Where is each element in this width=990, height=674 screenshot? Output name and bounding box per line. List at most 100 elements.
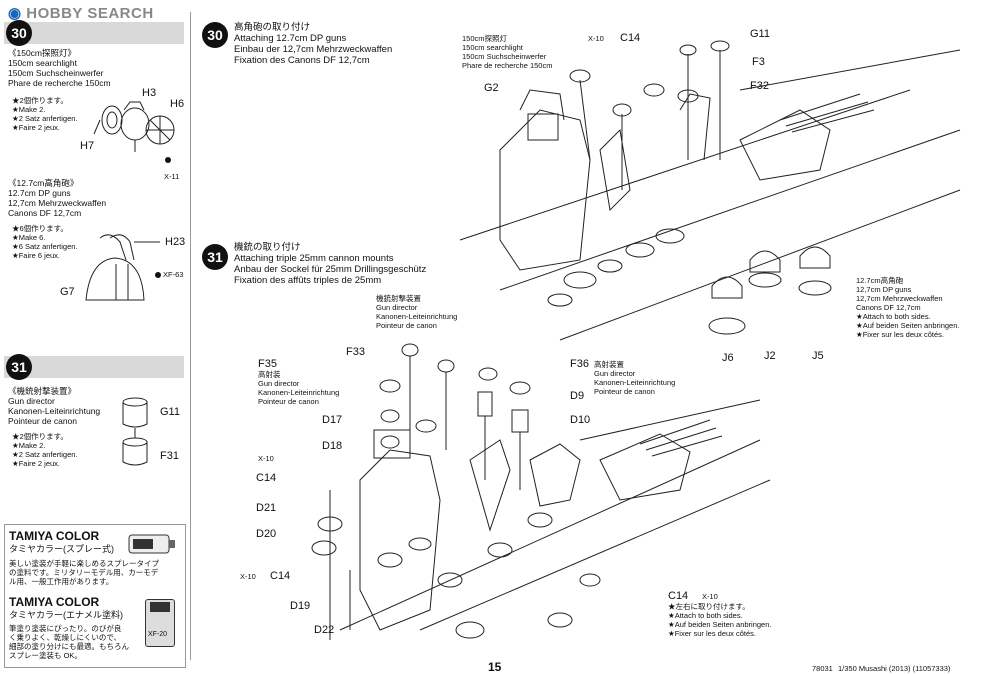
director-title-en: Gun director: [8, 396, 55, 406]
dp-title-fr: Canons DF 12,7cm: [8, 208, 82, 218]
step30-part-j2: J2: [764, 350, 776, 362]
dir-make-de: ★2 Satz anfertigen.: [12, 450, 78, 459]
dp-title-en: 12.7cm DP guns: [8, 188, 71, 198]
searchlight-title-jp: 《150cm探照灯》: [8, 48, 77, 58]
dp-make-en: ★Make 6.: [12, 233, 46, 242]
step30-ship-diagram: [459, 40, 961, 341]
tamiya-enamel-sub: タミヤカラー(エナメル塗料): [9, 610, 123, 620]
enamel-line3: 細部の塗り分けにも最適。もちろん: [9, 642, 129, 651]
step30-part-c14: C14: [620, 32, 641, 44]
step31-part-d21: D21: [256, 502, 277, 514]
step30-part-j5: J5: [812, 350, 824, 362]
make-jp: ★2個作ります。: [12, 96, 68, 105]
kit-name: 1/350 Musashi (2013) (11057333): [838, 664, 951, 673]
step30-side-bar: [4, 22, 184, 44]
bottle-label: XF-20: [148, 631, 168, 638]
dp-gun-diagram: [85, 234, 161, 301]
step31-paint-x10-a: X-10: [258, 454, 274, 463]
dir3-de: Kanonen-Leiteinrichtung: [594, 378, 676, 387]
make-fr: ★Faire 2 jeux.: [12, 123, 60, 132]
step30-part-g2: G2: [484, 82, 499, 94]
spray-line3: ル用、一般工作用があります。: [9, 577, 114, 586]
step30-side-number: 30: [6, 20, 32, 46]
searchlight-title-de: 150cm Suchscheinwerfer: [8, 68, 104, 78]
enamel-line1: 筆塗り塗装にぴったり。のびが良: [9, 624, 122, 633]
dir-make-en: ★Make 2.: [12, 441, 46, 450]
side-note-jp: ★左右に取り付けます。: [668, 602, 750, 611]
sl-jp: 150cm探照灯: [462, 34, 508, 43]
director-make-note: ★2個作ります。 ★Make 2. ★2 Satz anfertigen. ★F…: [12, 432, 78, 468]
step31-part-d10: D10: [570, 414, 591, 426]
dp-make-fr: ★Faire 6 jeux.: [12, 251, 60, 260]
dir-make-fr: ★Faire 2 jeux.: [12, 459, 60, 468]
step31-paint-x10-b: X-10: [240, 572, 256, 581]
searchlight-title-en: 150cm searchlight: [8, 58, 77, 68]
step31-part-f36: F36: [570, 358, 589, 370]
step31-part-f35: F35: [258, 358, 277, 370]
sl-fr: Phare de recherche 150cm: [462, 61, 553, 70]
tamiya-spray-title: TAMIYA COLOR: [9, 529, 100, 543]
dir3-fr: Pointeur de canon: [594, 387, 655, 396]
paint-x11: X-11: [164, 172, 180, 181]
searchlight-diagram: [93, 101, 175, 163]
director-title-de: Kanonen-Leiteinrichtung: [8, 406, 101, 416]
dp-make-jp: ★6個作ります。: [12, 224, 68, 233]
step31-title-en: Attaching triple 25mm cannon mounts: [234, 253, 394, 264]
step31-director1-callout: 機銃射撃装置 Gun director Kanonen-Leiteinricht…: [376, 294, 457, 330]
step31-side-note: ★左右に取り付けます。 ★Attach to both sides. ★Auf …: [668, 602, 771, 638]
step30-title: 高角砲の取り付け Attaching 12.7cm DP guns Einbau…: [234, 22, 392, 66]
dir-make-jp: ★2個作ります。: [12, 432, 68, 441]
step31-part-d20: D20: [256, 528, 277, 540]
dp-make-de: ★6 Satz anfertigen.: [12, 242, 78, 251]
part-f31-side: F31: [160, 450, 179, 462]
site-logo: ◉ HOBBY SEARCH: [8, 4, 154, 22]
dp-make-note: ★6個作ります。 ★Make 6. ★6 Satz anfertigen. ★F…: [12, 224, 78, 260]
part-h3: H3: [142, 87, 157, 99]
side-note-de: ★Auf beiden Seiten anbringen.: [668, 620, 772, 629]
step31-part-d18: D18: [322, 440, 343, 452]
page-number: 15: [488, 660, 502, 674]
searchlight-make-note: ★2個作ります。 ★Make 2. ★2 Satz anfertigen. ★F…: [12, 96, 78, 132]
step31-number: 31: [202, 244, 228, 270]
make-en: ★Make 2.: [12, 105, 46, 114]
step31-title: 機銃の取り付け Attaching triple 25mm cannon mou…: [234, 242, 426, 286]
kit-code: 78031: [812, 664, 833, 673]
searchlight-title-fr: Phare de recherche 150cm: [8, 78, 111, 88]
searchlight-caption: 《150cm探照灯》 150cm searchlight 150cm Suchs…: [8, 48, 111, 88]
director-diagram: [122, 397, 148, 466]
dir1-de: Kanonen-Leiteinrichtung: [376, 312, 458, 321]
dp-callout-fr: Canons DF 12,7cm: [856, 303, 921, 312]
step30-searchlight-callout: 150cm探照灯 150cm searchlight 150cm Suchsch…: [462, 34, 552, 70]
step30-title-jp: 高角砲の取り付け: [234, 22, 311, 33]
paint-bottle-icon: XF-20: [145, 599, 175, 647]
paint-xf63: XF-63: [163, 270, 184, 279]
part-g11-side: G11: [160, 406, 180, 418]
step31-side-bar: [4, 356, 184, 378]
dir1-jp: 機銃射撃装置: [376, 294, 421, 303]
step31-side-number: 31: [6, 354, 32, 380]
step31-part-c14-c: C14: [668, 590, 689, 602]
dp-title-de: 12,7cm Mehrzweckwaffen: [8, 198, 107, 208]
enamel-line2: く乗りよく、乾燥しにくいので、: [9, 633, 122, 642]
tamiya-advert: TAMIYA COLOR タミヤカラー(スプレー式) 美しい塗装が手軽に楽しめる…: [4, 524, 186, 668]
logo-text: HOBBY: [26, 5, 83, 22]
step31-part-f33: F33: [346, 346, 365, 358]
side-note-fr: ★Fixer sur les deux côtés.: [668, 629, 757, 638]
dp-gun-caption: 《12.7cm高角砲》 12.7cm DP guns 12,7cm Mehrzw…: [8, 178, 106, 218]
step30-part-f32: F32: [750, 80, 769, 92]
dir3-jp: 高射装置: [594, 360, 624, 369]
dir1-en: Gun director: [376, 303, 418, 312]
dir1-fr: Pointeur de canon: [376, 321, 437, 330]
dir3-en: Gun director: [594, 369, 636, 378]
step30-title-fr: Fixation des Canons DF 12,7cm: [234, 55, 370, 66]
sl-en: 150cm searchlight: [462, 43, 523, 52]
part-h7: H7: [80, 140, 95, 152]
dp-note2: ★Auf beiden Seiten anbringen.: [856, 321, 960, 330]
side-note-en: ★Attach to both sides.: [668, 611, 743, 620]
director-caption: 《機銃射撃装置》 Gun director Kanonen-Leiteinric…: [8, 386, 100, 426]
part-h6: H6: [170, 98, 185, 110]
dp-note3: ★Fixer sur les deux côtés.: [856, 330, 945, 339]
part-g7: G7: [60, 286, 75, 298]
step31-part-d9: D9: [570, 390, 585, 402]
dir2-en: Gun director: [258, 379, 300, 388]
